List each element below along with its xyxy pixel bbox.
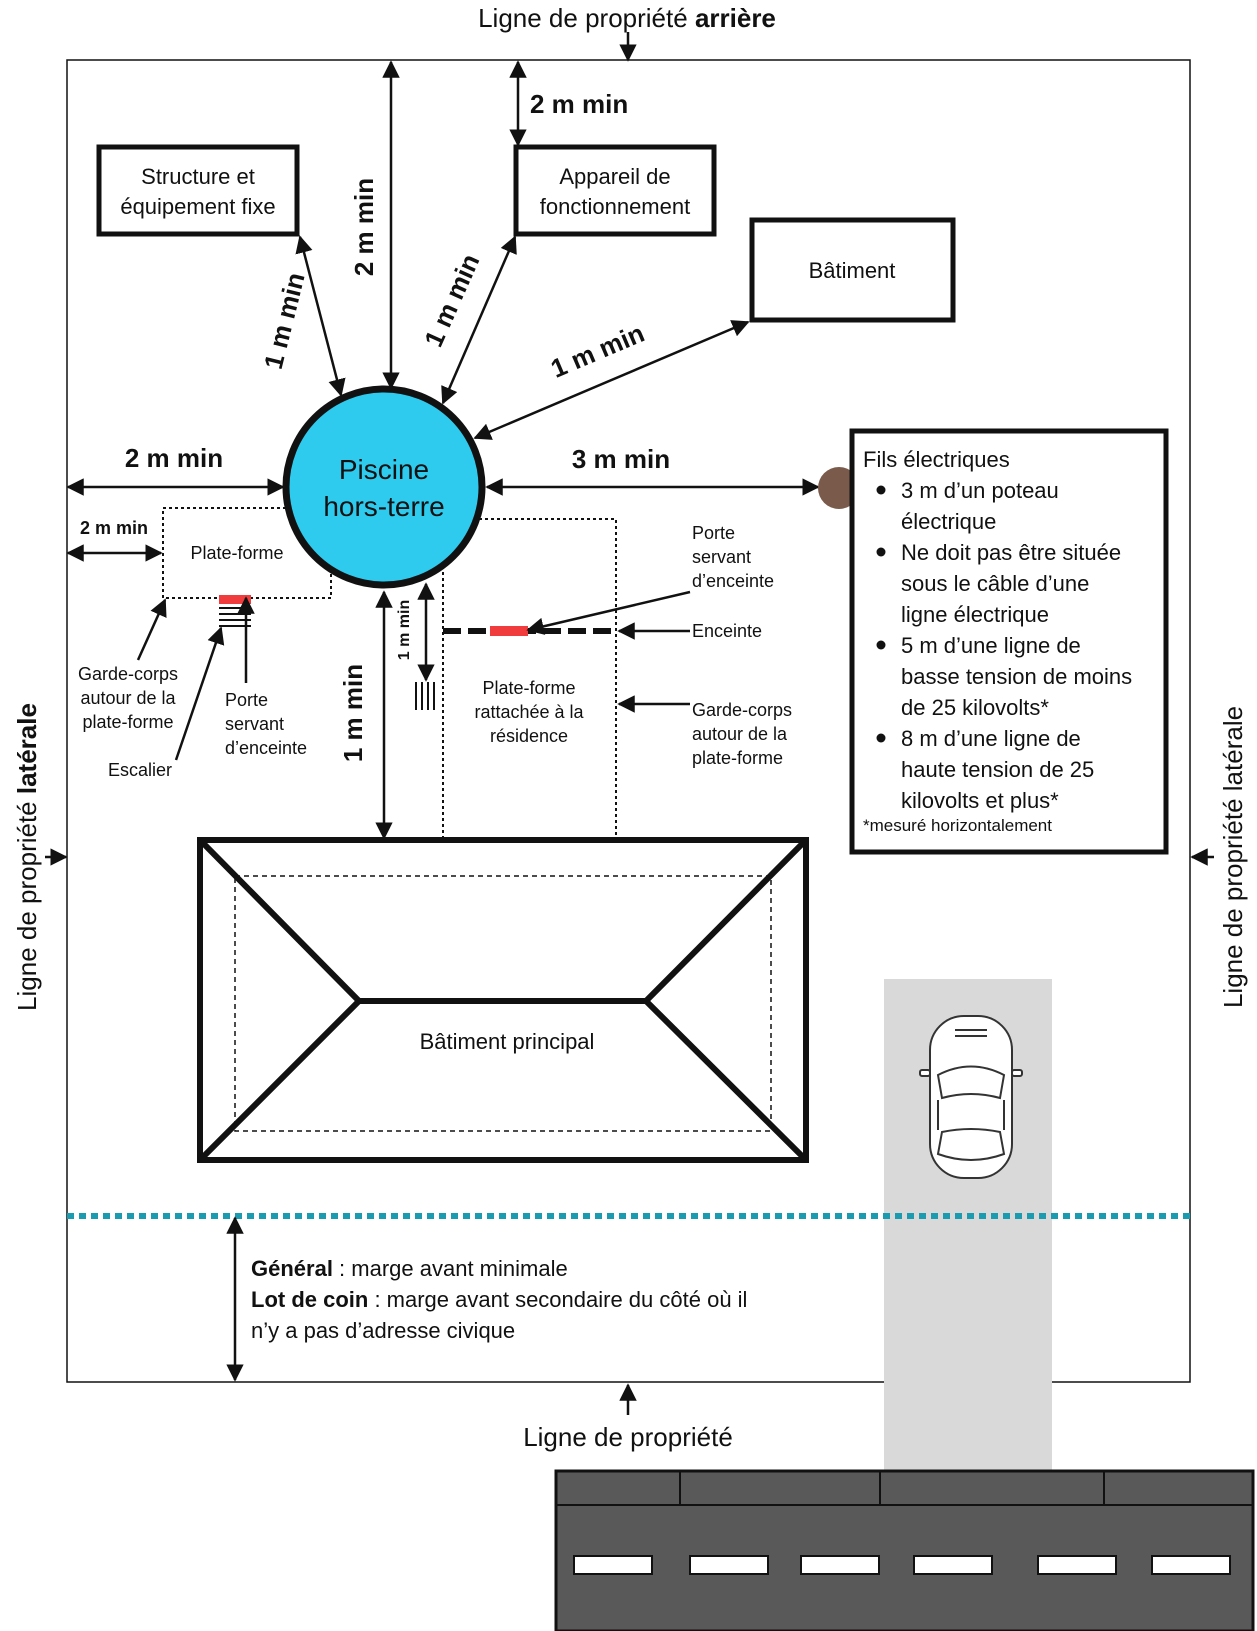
pool-to-structure-arrow bbox=[295, 235, 346, 397]
building-label: Bâtiment bbox=[809, 258, 896, 283]
pool-to-building-arrow bbox=[473, 320, 750, 440]
pool-to-left-line-label: 2 m min bbox=[125, 443, 223, 473]
attached-platform-stair bbox=[415, 682, 435, 710]
road bbox=[554, 1469, 1255, 1631]
pool-to-platform-stair-label: 1 m min bbox=[396, 600, 413, 660]
operating-device-box bbox=[513, 144, 717, 237]
building-box bbox=[749, 217, 956, 323]
electrical-wires-title: Fils électriques bbox=[863, 447, 1010, 472]
enclosure-label: Enceinte bbox=[692, 621, 762, 641]
main-building-label: Bâtiment principal bbox=[420, 1029, 595, 1054]
pool-to-main-building-label: 1 m min bbox=[338, 664, 368, 762]
pool-to-device-label: 1 m min bbox=[418, 249, 485, 351]
main-building-roof-lines bbox=[197, 837, 809, 1163]
left-platform-label: Plate-forme bbox=[190, 543, 283, 563]
rear-property-line-label: Ligne de propriété arrière bbox=[478, 3, 776, 33]
platform-to-left-line-label: 2 m min bbox=[80, 518, 148, 538]
right-gate-pointer bbox=[526, 590, 691, 635]
right-property-line-label: Ligne de propriété latérale bbox=[1218, 706, 1248, 1008]
front-margin-general: Général : marge avant minimale bbox=[251, 1256, 568, 1281]
left-guardrail-pointer bbox=[136, 598, 167, 661]
pool-to-device-arrow bbox=[441, 235, 517, 405]
left-platform-gate bbox=[219, 595, 251, 604]
pool-to-structure-label: 1 m min bbox=[258, 270, 311, 373]
front-margin-corner: Lot de coin : marge avant secondaire du … bbox=[251, 1287, 747, 1312]
pool-to-building-label: 1 m min bbox=[546, 318, 648, 384]
electrical-wires-box bbox=[849, 428, 1169, 855]
front-property-line-label: Ligne de propriété bbox=[523, 1422, 733, 1452]
stair-label: Escalier bbox=[108, 760, 172, 780]
device-to-rear-label: 2 m min bbox=[530, 89, 628, 119]
pool-to-rear-label: 2 m min bbox=[349, 178, 379, 276]
left-property-line-label: Ligne de propriété latérale bbox=[12, 703, 42, 1011]
fixed-structure-box bbox=[96, 144, 300, 237]
car-icon bbox=[919, 1015, 1023, 1179]
attached-platform-gate bbox=[490, 626, 528, 636]
electrical-wires-footnote: *mesuré horizontalement bbox=[863, 816, 1052, 835]
pool-to-wires-label: 3 m min bbox=[572, 444, 670, 474]
pool bbox=[282, 385, 486, 589]
stair-pointer bbox=[174, 626, 225, 761]
attached-platform bbox=[442, 518, 617, 840]
front-margin-corner-2: n’y a pas d’adresse civique bbox=[251, 1318, 515, 1343]
